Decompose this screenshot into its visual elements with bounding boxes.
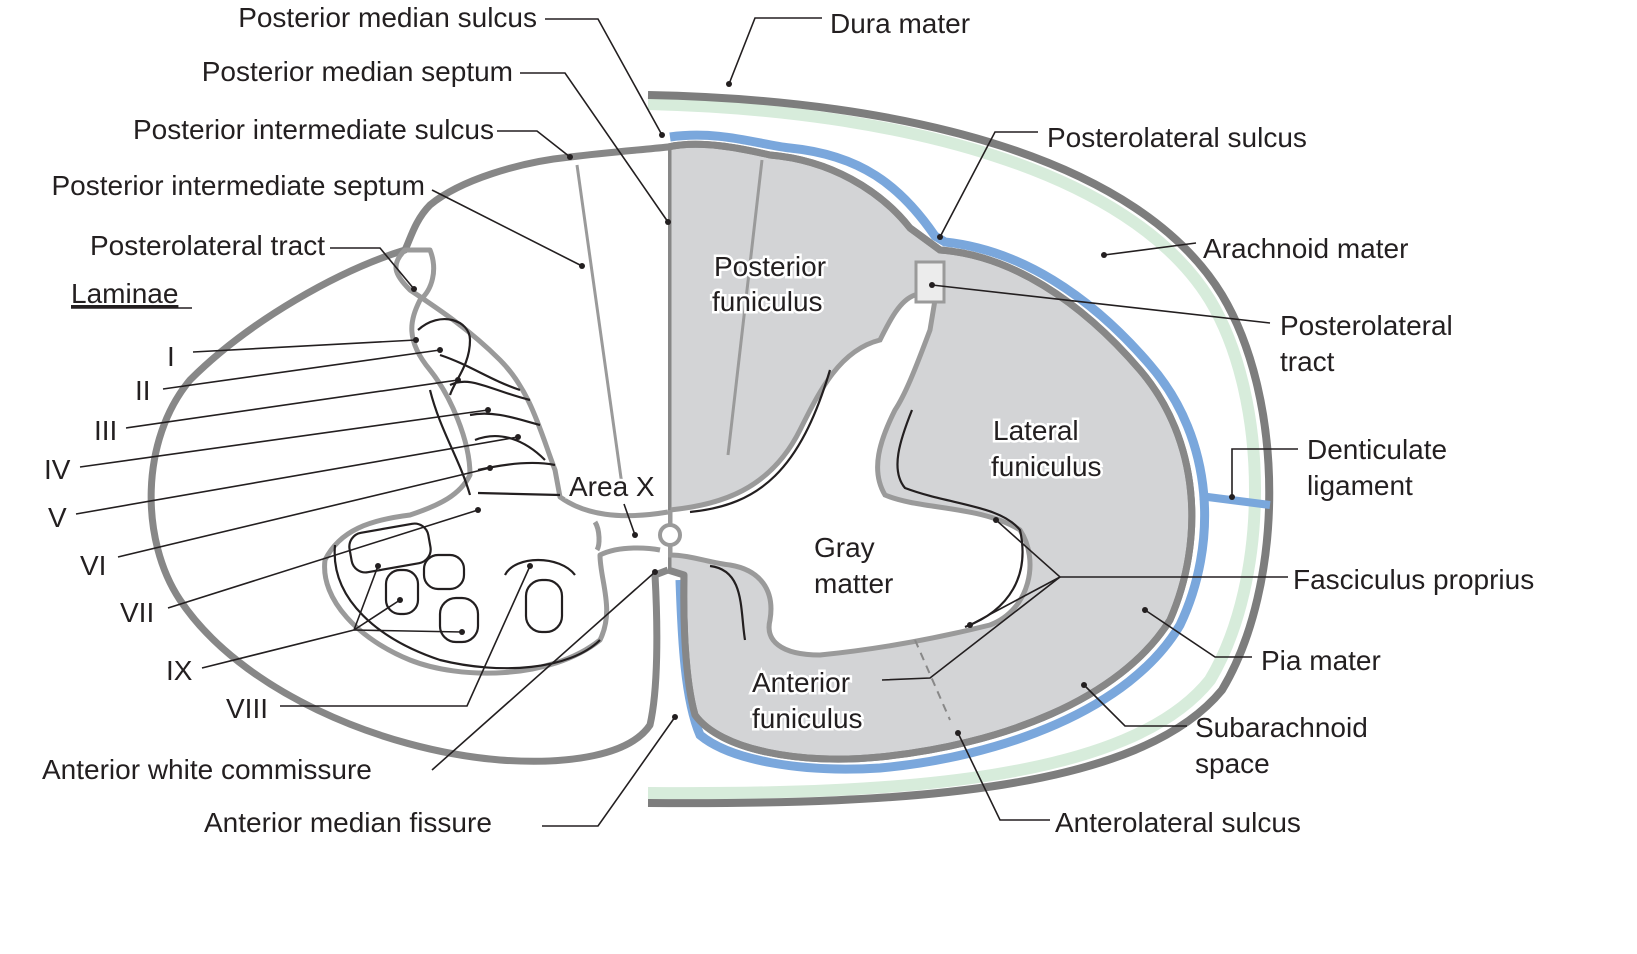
denticulate-ligament: [1199, 492, 1271, 509]
label-lamina-vi: VI: [80, 550, 106, 581]
label-posterior-median-septum: Posterior median septum: [202, 56, 513, 87]
label-gray-matter-2: matter: [814, 568, 893, 599]
left-half-outline: [147, 143, 670, 765]
dura-mater: [647, 91, 1274, 808]
label-lamina-viii: VIII: [226, 693, 268, 724]
label-lateral-funiculus-2: funiculus: [991, 451, 1102, 482]
pia-mater-right: [669, 130, 1210, 774]
right-gray-matter: [667, 292, 1033, 658]
label-fasciculus-proprius: Fasciculus proprius: [1293, 564, 1534, 595]
label-anterior-funiculus-2: funiculus: [752, 703, 863, 734]
label-lamina-ix: IX: [166, 655, 193, 686]
label-anterolateral-sulcus: Anterolateral sulcus: [1055, 807, 1301, 838]
left-intermediate-septum: [575, 164, 624, 486]
label-lamina-iii: III: [94, 415, 117, 446]
label-anterior-funiculus: Anterior: [752, 667, 850, 698]
right-intermediate-septum: [726, 159, 764, 456]
label-laminae: Laminae: [71, 278, 178, 309]
label-posterior-funiculus-2: funiculus: [712, 286, 823, 317]
label-anterior-white-commissure: Anterior white commissure: [42, 754, 372, 785]
label-lamina-iv: IV: [44, 454, 71, 485]
label-posterior-intermediate-septum: Posterior intermediate septum: [51, 170, 425, 201]
label-subarachnoid-space-2: space: [1195, 748, 1270, 779]
label-lamina-ii: II: [135, 375, 151, 406]
label-pia-mater: Pia mater: [1261, 645, 1381, 676]
label-lamina-v: V: [48, 502, 67, 533]
label-lamina-i: I: [167, 341, 175, 372]
label-anterior-median-fissure: Anterior median fissure: [204, 807, 492, 838]
label-lamina-vii: VII: [120, 597, 154, 628]
arachnoid-mater: [647, 98, 1261, 800]
label-dura-mater: Dura mater: [830, 8, 970, 39]
label-arachnoid-mater: Arachnoid mater: [1203, 233, 1408, 264]
label-gray-matter: Gray: [814, 532, 875, 563]
label-posterior-funiculus: Posterior: [714, 251, 826, 282]
right-posterolateral-tract: [914, 260, 946, 304]
label-subarachnoid-space: Subarachnoid: [1195, 712, 1368, 743]
label-area-x: Area X: [569, 471, 655, 502]
label-posterolateral-tract-right: Posterolateral: [1280, 310, 1453, 341]
label-posterolateral-sulcus: Posterolateral sulcus: [1047, 122, 1307, 153]
right-outline: [667, 140, 1196, 763]
label-denticulate-ligament: Denticulate: [1307, 434, 1447, 465]
central-canal: [658, 523, 682, 547]
label-denticulate-ligament-2: ligament: [1307, 470, 1413, 501]
label-posterior-intermediate-sulcus: Posterior intermediate sulcus: [133, 114, 494, 145]
label-posterolateral-tract-right-2: tract: [1280, 346, 1335, 377]
label-posterolateral-tract-left: Posterolateral tract: [90, 230, 325, 261]
label-posterior-median-sulcus: Posterior median sulcus: [238, 2, 537, 33]
label-lateral-funiculus: Lateral: [993, 415, 1079, 446]
